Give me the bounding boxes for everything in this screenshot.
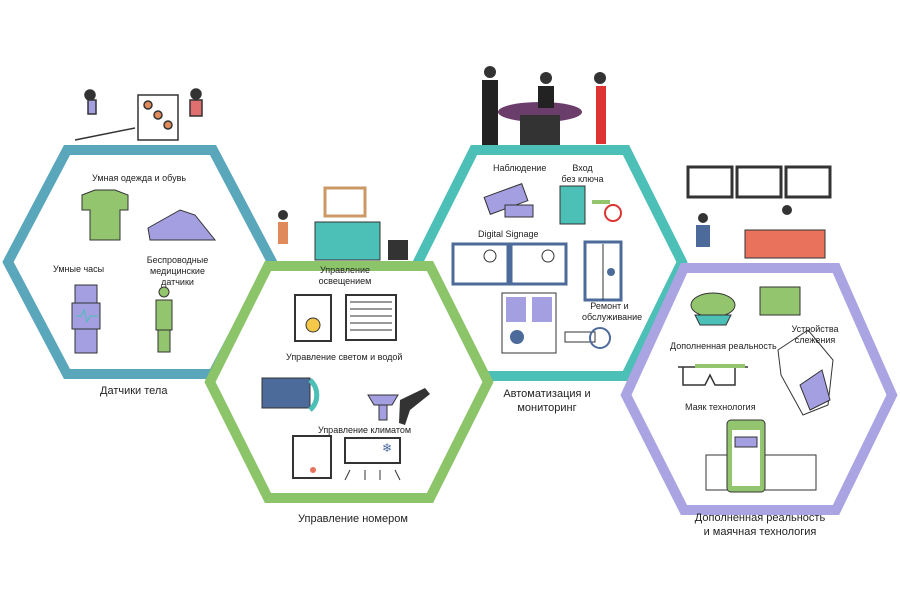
smart-glasses-icon [678, 364, 748, 386]
elevator-repair-icon [583, 240, 623, 302]
label-light-water-control: Управление светом и водой [286, 352, 403, 362]
door-gear-icon [501, 292, 557, 354]
smart-shirt-icon [81, 189, 129, 241]
label-tracking-devices: Устройства слежения [785, 324, 845, 346]
keyless-door-icon [559, 185, 622, 225]
caption-ar-beacon: Дополненная реальность и маячная техноло… [690, 511, 830, 539]
hotel-room-scene-icon [278, 186, 408, 261]
caption-line: Автоматизация и [503, 388, 591, 400]
sink-icon [367, 394, 399, 421]
thermostat-icon [292, 435, 332, 479]
casino-scene-icon [482, 66, 606, 145]
label-line: Ремонт и [590, 301, 629, 311]
tracking-glove-icon [777, 329, 834, 416]
wheel-wrench-icon [564, 327, 611, 349]
label-keyless-entry: Вход без ключа [560, 163, 605, 185]
caption-automation: Автоматизация и мониторинг [492, 387, 602, 415]
caption-line: Дополненная реальность [694, 512, 826, 524]
hair-dryer-icon [399, 388, 430, 425]
label-line: Устройства [791, 324, 839, 334]
gym-scene-icon [74, 88, 203, 141]
caption-body-sensors: Датчики тела [100, 385, 168, 397]
caption-line: и маячная технология [703, 526, 817, 538]
caption-line: мониторинг [517, 402, 577, 414]
hex-ar-beacon [620, 263, 898, 515]
beacon-phone-city-icon [705, 419, 817, 493]
label-line: медицинские [150, 266, 205, 276]
label-line: датчики [161, 277, 194, 287]
label-smart-watch: Умные часы [53, 264, 105, 274]
digital-signage-icon [451, 242, 568, 286]
label-line: без ключа [561, 174, 604, 184]
label-line: Управление [319, 265, 371, 275]
label-line: Беспроводные [146, 255, 209, 265]
control-panel-icon [261, 377, 320, 412]
label-digital-signage: Digital Signage [478, 229, 539, 239]
smart-watch-icon [71, 284, 101, 354]
label-surveillance: Наблюдение [493, 163, 547, 173]
hex-room-management [204, 261, 494, 503]
label-repair-maintenance: Ремонт и обслуживание [582, 301, 643, 323]
label-augmented-reality: Дополненная реальность [670, 341, 777, 351]
label-line: обслуживание [582, 312, 643, 322]
label-wireless-medical-sensors: Беспроводные медицинские датчики [140, 255, 215, 288]
ar-pie-display-icon [690, 286, 801, 326]
caption-room-management: Управление номером [298, 513, 408, 525]
surveillance-camera-icon [483, 183, 534, 218]
label-line: освещением [318, 276, 372, 286]
light-dimmer-icon [294, 294, 332, 342]
svg-text:❄: ❄ [382, 441, 392, 455]
label-line: Вход [572, 163, 593, 173]
label-line: слежения [794, 335, 836, 345]
window-blinds-icon [345, 294, 397, 341]
air-conditioner-icon: ❄ [344, 437, 401, 481]
label-beacon-technology: Маяк технология [685, 402, 756, 412]
smart-shoe-icon [147, 209, 217, 241]
medical-sensor-person-icon [155, 286, 173, 353]
label-climate-control: Управление климатом [318, 425, 412, 435]
reception-scene-icon [686, 165, 832, 259]
label-smart-clothing: Умная одежда и обувь [92, 173, 187, 183]
label-lighting-control: Управление освещением [310, 265, 380, 287]
